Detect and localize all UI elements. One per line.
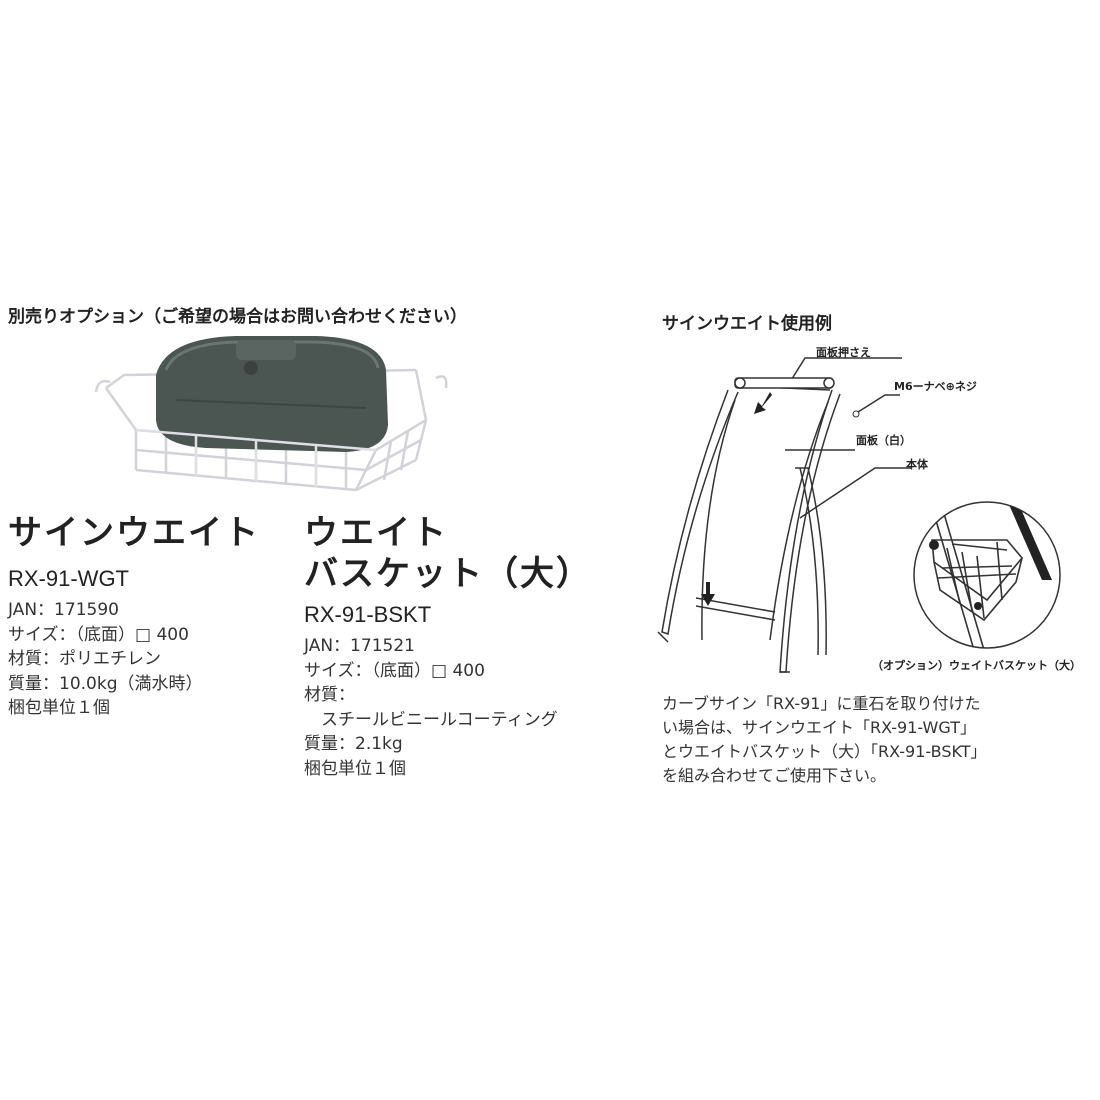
usage-title: サインウエイト使用例 — [662, 314, 832, 334]
basket-model-number: RX-91-BSKT — [304, 602, 432, 627]
description-line: い場合は、サインウエイト「RX-91-WGT」 — [662, 718, 976, 737]
spec-size: サイズ：（底面）□ 400 — [304, 660, 485, 681]
description-line: を組み合わせてご使用下さい。 — [662, 766, 887, 785]
callout-face-holder: 面板押さえ — [816, 346, 871, 359]
spec-packing: 梱包単位１個 — [8, 698, 110, 718]
basket-product-name: ウエイト バスケット（大） — [304, 513, 592, 595]
usage-description: カーブサイン「RX-91」に重石を取り付けた い場合は、サインウエイト「RX-9… — [662, 692, 987, 788]
spec-packing: 梱包単位１個 — [304, 758, 406, 779]
spec-mass: 質量：2.1kg — [304, 734, 403, 754]
weight-basket-photo — [94, 336, 448, 492]
weight-specs: JAN：171590 サイズ：（底面）□ 400 材質：ポリエチレン 質量：10… — [8, 598, 203, 721]
basket-inset-diagram — [913, 501, 1061, 649]
curve-sign-diagram — [657, 357, 912, 673]
basket-specs: JAN：171521 サイズ：（底面）□ 400 材質： スチールビニールコーテ… — [304, 634, 558, 781]
section-title: 別売りオプション（ご希望の場合はお問い合わせください） — [8, 307, 467, 327]
inset-caption: （オプション）ウェイトバスケット（大） — [872, 659, 1081, 672]
spec-material-detail: スチールビニールコーティング — [304, 709, 558, 730]
spec-material: 材質：ポリエチレン — [8, 649, 161, 669]
spec-jan: JAN：171521 — [304, 636, 415, 656]
spec-jan: JAN：171590 — [8, 600, 119, 620]
description-line: とウエイトバスケット（大）「RX-91-BSKT」 — [662, 742, 987, 761]
spec-size: サイズ：（底面）□ 400 — [8, 624, 189, 645]
spec-material: 材質： — [304, 685, 355, 705]
spec-mass: 質量：10.0kg（満水時） — [8, 673, 203, 694]
callout-face-panel: 面板（白） — [856, 434, 911, 447]
basket-name-line1: ウエイト — [304, 513, 448, 553]
basket-name-line2: バスケット（大） — [304, 554, 592, 594]
description-line: カーブサイン「RX-91」に重石を取り付けた — [662, 694, 981, 713]
weight-model-number: RX-91-WGT — [8, 566, 129, 591]
callout-screw: M6ーナベ⊕ネジ — [894, 380, 977, 393]
weight-product-name: サインウエイト — [8, 513, 260, 553]
